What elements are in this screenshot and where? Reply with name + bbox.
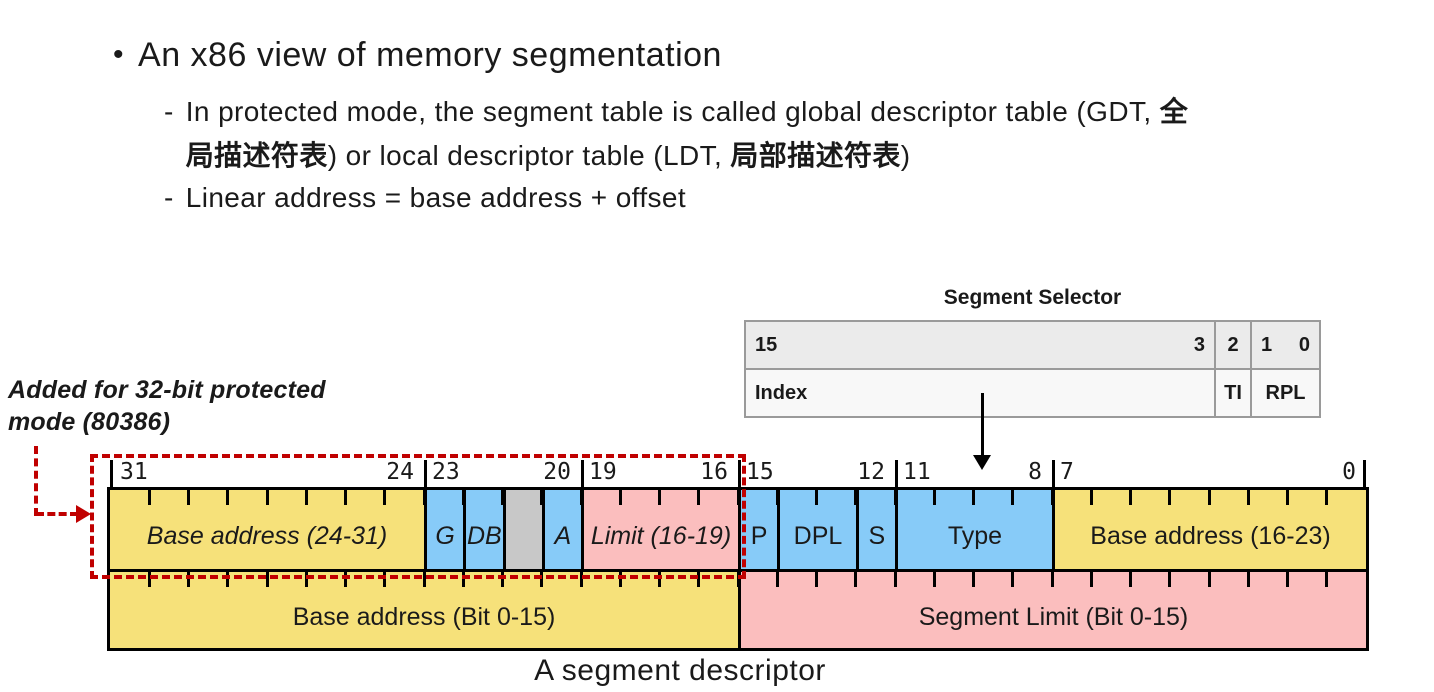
bit-label-31: 31	[120, 459, 148, 485]
bit-2-label: 2	[1227, 333, 1239, 356]
bullet-linear-address: - Linear address = base address + offset	[164, 182, 686, 214]
descriptor-high-dword: Base address (24-31) G DB A Limit (16-19…	[110, 490, 1366, 569]
annotation-line2: mode (80386)	[8, 408, 171, 436]
slide-title: An x86 view of memory segmentation	[138, 36, 722, 74]
bullet-marker: •	[113, 38, 125, 71]
selector-to-descriptor-arrow	[981, 393, 984, 456]
bit-0-label: 0	[1298, 333, 1310, 356]
arrow-right-icon	[76, 505, 91, 523]
bullet-gdt-text: In protected mode, the segment table is …	[186, 90, 1188, 178]
field-segment-limit-0-15: Segment Limit (Bit 0-15)	[738, 572, 1366, 648]
rpl-label: RPL	[1265, 381, 1306, 404]
selector-rpl-field: RPL	[1252, 370, 1319, 416]
bit-15-label: 15	[755, 333, 778, 356]
field-type: Type	[895, 490, 1052, 569]
bit-label-20: 20	[543, 459, 571, 485]
bit-3-label: 3	[1193, 333, 1205, 356]
selector-ti-field: TI	[1216, 370, 1250, 416]
field-s: S	[855, 490, 895, 569]
bullet-gdt-en2: ) or local descriptor table (LDT,	[327, 140, 731, 171]
annotation-line1: Added for 32-bit protected	[8, 376, 326, 404]
dash-marker: -	[164, 182, 174, 213]
bullet-gdt: - In protected mode, the segment table i…	[164, 90, 1188, 178]
bit-label-16: 16	[700, 459, 728, 485]
field-dpl: DPL	[777, 490, 856, 569]
bullet-gdt-cn2: 局描述符表	[185, 139, 328, 172]
bit-label-23: 23	[432, 459, 460, 485]
annotation-80386: Added for 32-bit protected mode (80386)	[8, 374, 326, 438]
bit-label-7: 7	[1060, 459, 1074, 485]
bit-label-0: 0	[1342, 459, 1356, 485]
bit-label-15: 15	[746, 459, 774, 485]
bullet-gdt-close: )	[900, 140, 911, 171]
descriptor-caption: A segment descriptor	[534, 654, 826, 687]
field-limit-16-19: Limit (16-19)	[581, 490, 738, 569]
added-80386-dashed-outline	[90, 454, 746, 579]
bullet-linear-address-text: Linear address = base address + offset	[185, 182, 687, 213]
selector-bits-1-0: 1 0	[1252, 322, 1319, 368]
bit-label-19: 19	[589, 459, 617, 485]
annotation-dashed-vline	[34, 446, 38, 516]
segment-selector-table: 15 3 2 1 0 Index TI RPL	[744, 320, 1321, 418]
segment-descriptor-box: Base address (24-31) G DB A Limit (16-19…	[107, 487, 1369, 651]
bit-label-12: 12	[857, 459, 885, 485]
segment-selector-title: Segment Selector	[943, 286, 1122, 309]
bullet-gdt-cn1: 全	[1159, 95, 1189, 128]
slide-title-row: • An x86 view of memory segmentation	[113, 36, 722, 75]
arrow-down-icon	[973, 455, 991, 470]
selector-bit-2: 2	[1216, 322, 1250, 368]
bit-label-8: 8	[1028, 459, 1042, 485]
descriptor-bit-labels: 31 24 23 20 19 16 15 12 11 8 7 0	[110, 458, 1366, 487]
field-base-address-16-23: Base address (16-23)	[1052, 490, 1366, 569]
bit-1-label: 1	[1261, 333, 1273, 356]
dash-marker: -	[164, 96, 174, 127]
annotation-dashed-hline	[36, 512, 78, 516]
index-label: Index	[755, 381, 808, 404]
field-db: DB	[463, 490, 503, 569]
bullet-gdt-en1: In protected mode, the segment table is …	[185, 96, 1160, 127]
field-reserved	[502, 490, 542, 569]
field-base-address-0-15: Base address (Bit 0-15)	[110, 572, 738, 648]
ti-label: TI	[1224, 381, 1242, 404]
selector-index-field: Index	[746, 370, 1214, 416]
selector-bits-15-3: 15 3	[746, 322, 1214, 368]
field-a: A	[541, 490, 581, 569]
field-g: G	[424, 490, 464, 569]
bit-label-11: 11	[903, 459, 931, 485]
descriptor-low-dword: Base address (Bit 0-15) Segment Limit (B…	[110, 569, 1366, 648]
bit-label-24: 24	[386, 459, 414, 485]
bullet-gdt-cn3: 局部描述符表	[730, 139, 901, 172]
